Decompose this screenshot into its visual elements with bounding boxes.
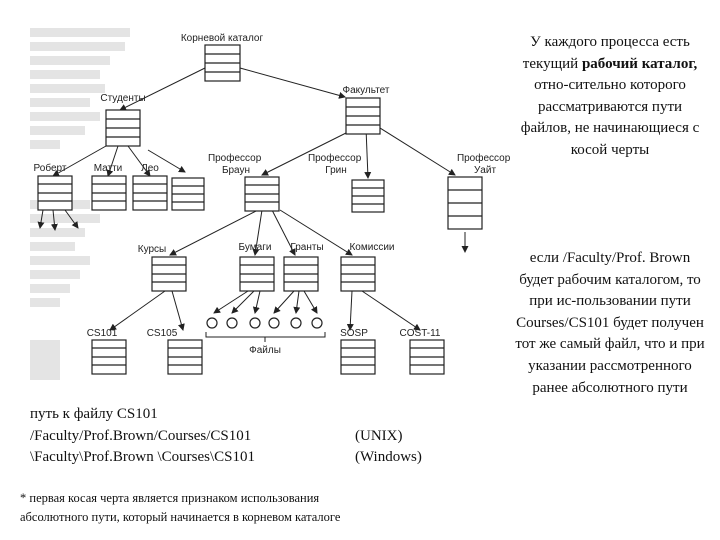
papers-directory-box — [239, 256, 275, 292]
label-matty: Матти — [94, 163, 123, 174]
working-directory-paragraph: У каждого процесса есть текущий рабочий … — [512, 32, 708, 162]
path-caption: путь к файлу CS101 — [30, 406, 158, 422]
label-prof-green: Профессор Грин — [308, 152, 364, 176]
cost11-directory-box — [409, 339, 445, 375]
label-students: Студенты — [100, 93, 145, 104]
windows-path-line: \Faculty\Prof.Brown \Courses\CS101 (Wind… — [30, 447, 450, 469]
label-prof-white: Профессор Уайт — [457, 152, 513, 176]
windows-path: \Faculty\Prof.Brown \Courses\CS101 — [30, 449, 256, 465]
relative-path-paragraph: если /Faculty/Prof. Brown будет рабочим … — [515, 250, 705, 396]
robert-directory-box — [37, 175, 73, 211]
footnote-line-1: * первая косая черта является признаком … — [20, 491, 320, 505]
leo-directory-box — [132, 175, 168, 211]
path-caption-line: путь к файлу CS101 — [30, 404, 450, 426]
label-faculty: Факультет — [343, 85, 390, 96]
windows-label: (Windows) — [355, 449, 422, 465]
cs101-directory-box — [91, 339, 127, 375]
tree-edges — [37, 67, 469, 331]
cs105-directory-box — [167, 339, 203, 375]
label-grants: Гранты — [290, 242, 323, 253]
label-courses: Курсы — [138, 244, 166, 255]
grants-directory-box — [283, 256, 319, 292]
paragraph1-rest: отно-сительно которого рассматриваются п… — [520, 77, 700, 158]
path-examples: путь к файлу CS101 /Faculty/Prof.Brown/C… — [30, 404, 450, 469]
prof-brown-directory-box — [244, 176, 280, 212]
extra-student-directory-box — [171, 177, 205, 211]
label-root: Корневой каталог — [181, 33, 264, 44]
students-directory-box — [105, 109, 141, 147]
prof-green-directory-box — [351, 179, 385, 213]
label-prof-brown: Профессор Браун — [208, 152, 264, 176]
label-robert: Роберт — [34, 162, 67, 174]
label-files: Файлы — [249, 345, 281, 356]
root-directory-box — [204, 44, 241, 82]
unix-path-line: /Faculty/Prof.Brown/Courses/CS101 (UNIX) — [30, 426, 450, 448]
unix-label: (UNIX) — [355, 427, 403, 444]
label-cost11: COST-11 — [400, 328, 441, 339]
label-committees: Комиссии — [349, 242, 394, 253]
label-papers: Бумаги — [239, 242, 272, 253]
file-nodes — [206, 317, 323, 329]
paragraph1-intro: У каждого процесса есть текущий — [522, 34, 690, 72]
label-cs105: CS105 — [147, 328, 178, 339]
unix-path: /Faculty/Prof.Brown/Courses/CS101 — [30, 427, 252, 444]
label-cs101: CS101 — [87, 328, 118, 339]
sosp-directory-box — [340, 339, 376, 375]
label-leo: Лео — [141, 163, 159, 174]
files-bracket — [205, 332, 326, 342]
paragraph1-bold-term: рабочий каталог, — [581, 55, 698, 72]
footnote-line-2: абсолютного пути, который начинается в к… — [20, 510, 341, 524]
label-sosp: SOSP — [340, 328, 368, 339]
committees-directory-box — [340, 256, 376, 292]
matty-directory-box — [91, 175, 127, 211]
footnote: * первая косая черта является признаком … — [20, 489, 490, 527]
prof-white-directory-box — [447, 176, 483, 230]
faculty-directory-box — [345, 97, 381, 135]
courses-directory-box — [151, 256, 187, 292]
directory-boxes — [37, 44, 483, 375]
